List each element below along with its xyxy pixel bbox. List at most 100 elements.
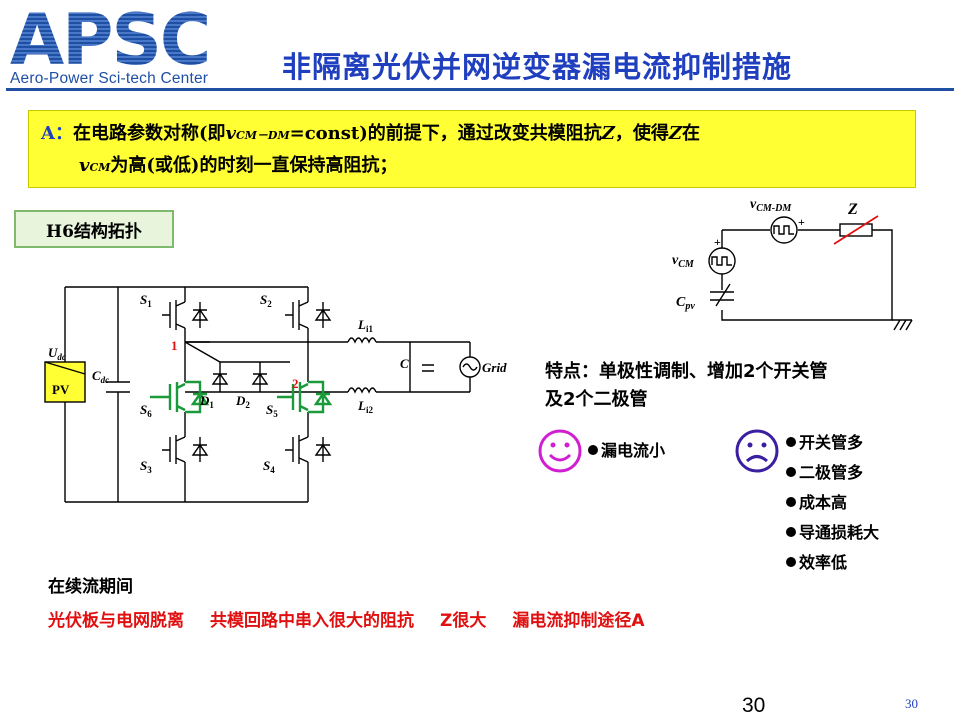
statement-text-d: 在 bbox=[682, 123, 701, 144]
feature-line-1: 特点：单极性调制、增加2个开关管 bbox=[545, 361, 828, 382]
switch-s5 bbox=[277, 380, 333, 414]
switch-s2 bbox=[285, 300, 309, 330]
diode-d2 bbox=[251, 372, 269, 385]
svg-text:Cpv: Cpv bbox=[676, 295, 695, 312]
label-s5: S bbox=[266, 402, 273, 417]
common-mode-model: vCM-DM Z vCM Cpv + + bbox=[672, 197, 913, 331]
label-li1-sub: i1 bbox=[366, 324, 374, 334]
label-pv: PV bbox=[52, 382, 70, 397]
label-grid: Grid bbox=[482, 360, 507, 375]
feature-line-2: 及2个二极管 bbox=[545, 389, 648, 410]
conclusion-item: Z很大 bbox=[440, 611, 487, 631]
disadvantage-text: 导通损耗大 bbox=[799, 523, 880, 542]
svg-text:D2: D2 bbox=[235, 393, 250, 410]
bullet-icon bbox=[786, 497, 796, 507]
statement-v: v bbox=[225, 123, 236, 144]
list-item: 漏电流小 bbox=[588, 436, 665, 466]
list-item: 二极管多 bbox=[786, 458, 879, 488]
statement-label: A： bbox=[41, 123, 73, 144]
logo-subtitle: Aero-Power Sci-tech Center bbox=[10, 70, 209, 87]
logo-text: APSC bbox=[10, 6, 209, 70]
disadvantage-text: 成本高 bbox=[799, 493, 848, 512]
switch-s4 bbox=[285, 435, 309, 464]
advantages-list: 漏电流小 bbox=[588, 436, 665, 466]
switch-s1 bbox=[162, 300, 186, 330]
statement-v-sub: CM－DM bbox=[235, 129, 290, 142]
logo-letters-graphic: APSC bbox=[10, 6, 211, 70]
page-number: 30 bbox=[742, 694, 766, 717]
bullet-icon bbox=[786, 557, 796, 567]
label-s2-sub: 2 bbox=[267, 299, 272, 309]
cdc-capacitor bbox=[106, 381, 130, 393]
statement-vcm-sub: CM bbox=[89, 161, 111, 174]
disadvantage-text: 二极管多 bbox=[799, 463, 864, 482]
statement-text-a: 在电路参数对称(即 bbox=[72, 123, 226, 144]
topology-label: H6结构拓扑 bbox=[14, 210, 174, 248]
disadvantage-text: 效率低 bbox=[799, 553, 848, 572]
vcm-source bbox=[708, 247, 736, 275]
conclusion-item: 共模回路中串入很大的阻抗 bbox=[210, 611, 414, 631]
label-li2-sub: i2 bbox=[366, 405, 374, 415]
bullet-icon bbox=[786, 437, 796, 447]
svg-text:S5: S5 bbox=[266, 402, 278, 419]
label-li2: L bbox=[357, 398, 366, 413]
vcmdm-source bbox=[770, 216, 798, 244]
diode-s2 bbox=[314, 302, 332, 328]
label-cdc-sub: dc bbox=[101, 375, 110, 385]
list-item: 成本高 bbox=[786, 488, 879, 518]
statement-vcm: v bbox=[79, 155, 90, 176]
z-impedance bbox=[839, 223, 873, 237]
pv-panel bbox=[44, 361, 86, 403]
vcm-wave bbox=[711, 256, 732, 266]
label-vcm: v bbox=[672, 253, 679, 268]
diode-d1 bbox=[211, 372, 229, 385]
statement-line-2: vCM为高(或低)的时刻一直保持高阻抗； bbox=[41, 151, 903, 183]
list-item: 效率低 bbox=[786, 548, 879, 578]
label-d2: D bbox=[235, 393, 246, 408]
svg-text:S3: S3 bbox=[140, 458, 152, 475]
diode-s1 bbox=[191, 302, 209, 328]
label-node2: 2 bbox=[292, 376, 299, 391]
svg-text:S4: S4 bbox=[263, 458, 275, 475]
label-vcm-sub: CM bbox=[678, 259, 695, 270]
conclusion-item: 漏电流抑制途径A bbox=[512, 611, 645, 631]
switch-s6 bbox=[150, 380, 210, 414]
vcmdm-wave bbox=[773, 225, 794, 235]
diode-s4 bbox=[314, 437, 332, 462]
svg-text:S6: S6 bbox=[140, 402, 152, 419]
label-d2-sub: 2 bbox=[245, 400, 250, 410]
svg-text:S2: S2 bbox=[260, 292, 272, 309]
label-udc: U bbox=[48, 345, 58, 360]
label-udc-sub: dc bbox=[57, 352, 66, 362]
pv-diagonal bbox=[44, 361, 86, 375]
inductor-li2 bbox=[347, 387, 377, 394]
svg-text:Li1: Li1 bbox=[357, 317, 373, 334]
inductor-li1 bbox=[347, 337, 377, 344]
label-s1: S bbox=[140, 292, 147, 307]
label-vcmdm-sub: CM-DM bbox=[756, 203, 792, 214]
grid-source bbox=[459, 356, 481, 378]
statement-box: A：在电路参数对称(即vCM－DM=const)的前提下，通过改变共模阻抗Z，使… bbox=[28, 110, 916, 188]
label-s3-sub: 3 bbox=[147, 465, 152, 475]
page-title: 非隔离光伏并网逆变器漏电流抑制措施 bbox=[282, 50, 793, 84]
label-cdc: C bbox=[92, 368, 101, 383]
label-s2: S bbox=[260, 292, 267, 307]
label-s3: S bbox=[140, 458, 147, 473]
apsc-logo: APSC Aero-Power Sci-tech Center bbox=[8, 6, 218, 90]
bullet-icon bbox=[588, 445, 598, 455]
label-d1: D bbox=[199, 393, 210, 408]
grid-wave bbox=[462, 363, 478, 371]
diode-s3 bbox=[191, 437, 209, 462]
list-item: 导通损耗大 bbox=[786, 518, 879, 548]
output-wires bbox=[185, 341, 410, 393]
conclusion-item: 光伏板与电网脱离 bbox=[48, 611, 184, 631]
node1-link bbox=[184, 341, 290, 363]
svg-text:vCM: vCM bbox=[672, 253, 695, 270]
statement-z2: Z bbox=[668, 123, 683, 144]
ground-symbol bbox=[892, 319, 913, 331]
label-plus-vcm: + bbox=[714, 235, 721, 249]
switch-s3 bbox=[162, 435, 186, 464]
z-variable-arrow bbox=[833, 215, 879, 245]
statement-text-c: ，使得 bbox=[614, 123, 669, 144]
bullet-icon bbox=[786, 467, 796, 477]
